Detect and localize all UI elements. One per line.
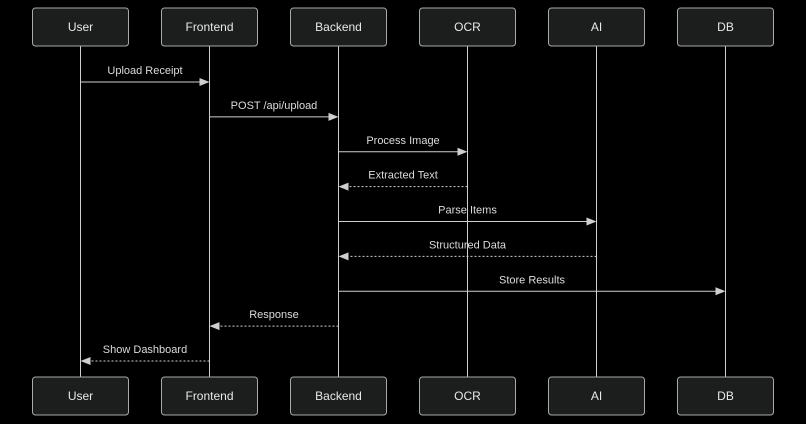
actor-box-bottom-frontend	[161, 376, 258, 416]
message-label-post-api-upload: POST /api/upload	[231, 100, 318, 112]
arrowhead-icon-post-api-upload	[328, 112, 339, 121]
actor-label-top-db: DB	[717, 20, 734, 34]
actor-box-top-ai	[548, 7, 645, 47]
arrowhead-icon-extracted-text	[338, 182, 349, 191]
actor-box-bottom-db	[677, 376, 774, 416]
message-label-parse-items: Parse Items	[438, 205, 497, 217]
actor-box-top-db	[677, 7, 774, 47]
actor-box-bottom-ocr	[419, 376, 516, 416]
arrowhead-icon-process-image	[457, 147, 468, 156]
actor-box-top-frontend	[161, 7, 258, 47]
actor-box-top-backend	[290, 7, 387, 47]
actor-box-bottom-user	[32, 376, 129, 416]
actor-label-top-ai: AI	[591, 20, 602, 34]
message-label-process-image: Process Image	[366, 135, 439, 147]
actor-box-bottom-backend	[290, 376, 387, 416]
message-label-store-results: Store Results	[499, 274, 566, 286]
arrowhead-icon-store-results	[715, 287, 726, 296]
actor-label-bottom-ai: AI	[591, 389, 602, 403]
message-label-response: Response	[249, 309, 299, 321]
actor-box-top-user	[32, 7, 129, 47]
actor-label-top-frontend: Frontend	[185, 20, 233, 34]
actor-label-bottom-frontend: Frontend	[185, 389, 233, 403]
arrowhead-icon-parse-items	[586, 217, 597, 226]
arrowhead-icon-response	[209, 322, 220, 331]
message-label-upload-receipt: Upload Receipt	[107, 65, 182, 77]
message-label-extracted-text: Extracted Text	[368, 170, 438, 182]
actor-label-top-ocr: OCR	[454, 20, 481, 34]
actor-label-top-user: User	[68, 20, 93, 34]
message-label-structured-data: Structured Data	[429, 239, 507, 251]
arrowhead-icon-show-dashboard	[80, 357, 91, 365]
actor-label-top-backend: Backend	[315, 20, 362, 34]
arrowhead-icon-upload-receipt	[199, 78, 210, 86]
actor-label-bottom-ocr: OCR	[454, 389, 481, 403]
message-label-show-dashboard: Show Dashboard	[103, 344, 187, 356]
actor-box-top-ocr	[419, 7, 516, 47]
arrowhead-icon-structured-data	[338, 252, 349, 261]
actor-label-bottom-backend: Backend	[315, 389, 362, 403]
actor-label-bottom-db: DB	[717, 389, 734, 403]
actor-label-bottom-user: User	[68, 389, 93, 403]
actor-box-bottom-ai	[548, 376, 645, 416]
